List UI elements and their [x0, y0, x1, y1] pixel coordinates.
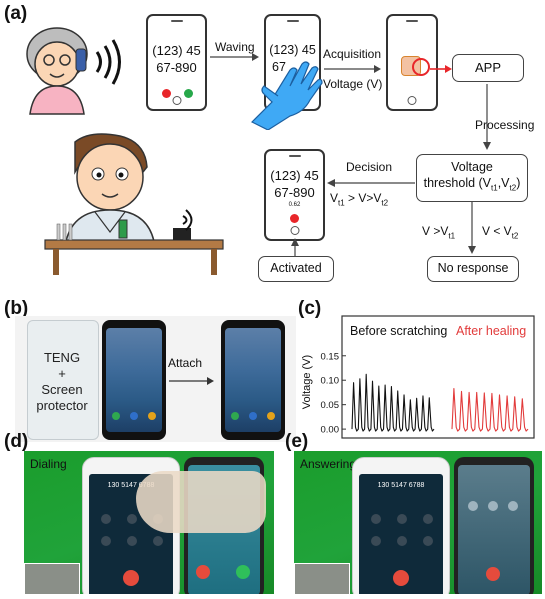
panel-b-label: (b)	[4, 298, 29, 319]
receiver-phone-e	[454, 457, 534, 594]
phone2-number-line2: 67	[272, 60, 286, 74]
app-box: APP	[452, 54, 524, 82]
voltage-chart: Voltage (V) 0.15 0.10 0.05 0.00 Before scra…	[301, 315, 535, 439]
panel-a-label: (a)	[4, 3, 28, 24]
caller-phone-e: 130 5147 6788	[352, 457, 450, 594]
voltage-label: Voltage (V)	[323, 77, 383, 91]
panel-d-label: (d)	[4, 431, 29, 452]
screen-protector	[27, 320, 99, 440]
phone-activated: (123) 45 67-890 0.62	[264, 149, 325, 241]
grandma-phone-illustration	[26, 27, 121, 115]
blue-glove-hand	[250, 61, 323, 130]
decision-condition: Vt1 > V>Vt2	[330, 191, 389, 208]
y-tick-label-1: 0.10	[321, 376, 340, 387]
panel-e-photo: Answering 130 5147 6788	[294, 451, 542, 594]
sensor-highlight-circle	[412, 58, 430, 76]
activated-box: Activated	[258, 256, 334, 282]
call-timer: 0.62	[288, 202, 301, 208]
attach-label: Attach	[168, 356, 203, 370]
arrow-acquisition	[324, 65, 381, 73]
phone1-number-line1: (123) 45	[152, 43, 201, 58]
answering-caption: Answering	[300, 457, 357, 471]
threshold-line1: Voltage	[451, 160, 493, 174]
panel-e-label: (e)	[285, 431, 309, 452]
decline-dot	[162, 89, 171, 98]
panel-c-label: (c)	[298, 298, 322, 319]
series-line-after-healing	[451, 387, 529, 432]
processing-label: Processing	[475, 118, 535, 132]
answering-inset	[294, 563, 350, 594]
panel-d-photo: Dialing 130 5147 6788	[24, 451, 274, 594]
teng-label: TENG + Screen protector	[36, 350, 88, 413]
arrow-processing	[483, 84, 491, 150]
no-response-box: No response	[427, 256, 519, 282]
dialing-caption: Dialing	[30, 457, 67, 471]
scientist-lab-illustration	[44, 133, 224, 275]
hangup-dot	[290, 214, 299, 223]
arrow-decision	[327, 179, 415, 187]
accept-dot	[184, 89, 193, 98]
dialing-inset	[24, 563, 80, 594]
waving-hand	[136, 471, 266, 533]
phone2-number-line1: (123) 45	[269, 43, 316, 57]
y-tick-label-0: 0.15	[321, 351, 340, 362]
decision-label: Decision	[346, 160, 393, 174]
series-line-before-scratching	[351, 373, 435, 432]
waving-label: Waving	[215, 40, 255, 54]
acquisition-label: Acquisition	[323, 47, 382, 61]
dialing-number: 130 5147 6788	[107, 482, 155, 489]
panel-b-photo: TENG + Screen protector Attach	[15, 316, 296, 442]
arrow-activated	[291, 238, 299, 258]
smartphone-before	[102, 320, 166, 440]
legend-before-scratching: Before scratching	[350, 324, 447, 338]
smartphone-after	[221, 320, 285, 440]
phone1-number-line2: 67-890	[156, 60, 197, 75]
condition-less: V < Vt2	[482, 224, 519, 241]
phone4-number-line1: (123) 45	[270, 168, 319, 183]
arrow-to-app	[430, 65, 452, 73]
arrow-waving	[210, 53, 259, 61]
condition-greater: V >Vt1	[422, 224, 456, 241]
threshold-line2: threshold (Vt1,Vt2)	[423, 176, 521, 193]
y-tick-label-3: 0.00	[321, 425, 340, 436]
y-tick-label-2: 0.05	[321, 400, 340, 411]
phone4-number-line2: 67-890	[274, 185, 315, 200]
answering-number: 130 5147 6788	[377, 482, 425, 489]
legend-after-healing: After healing	[456, 324, 526, 338]
y-axis-label: Voltage (V)	[301, 355, 313, 409]
arrow-attach	[169, 377, 214, 385]
threshold-box: Voltage threshold (Vt1,Vt2)	[416, 154, 528, 202]
phone-incoming-call: (123) 45 67-890	[146, 14, 207, 111]
arrow-no-response	[468, 202, 476, 254]
